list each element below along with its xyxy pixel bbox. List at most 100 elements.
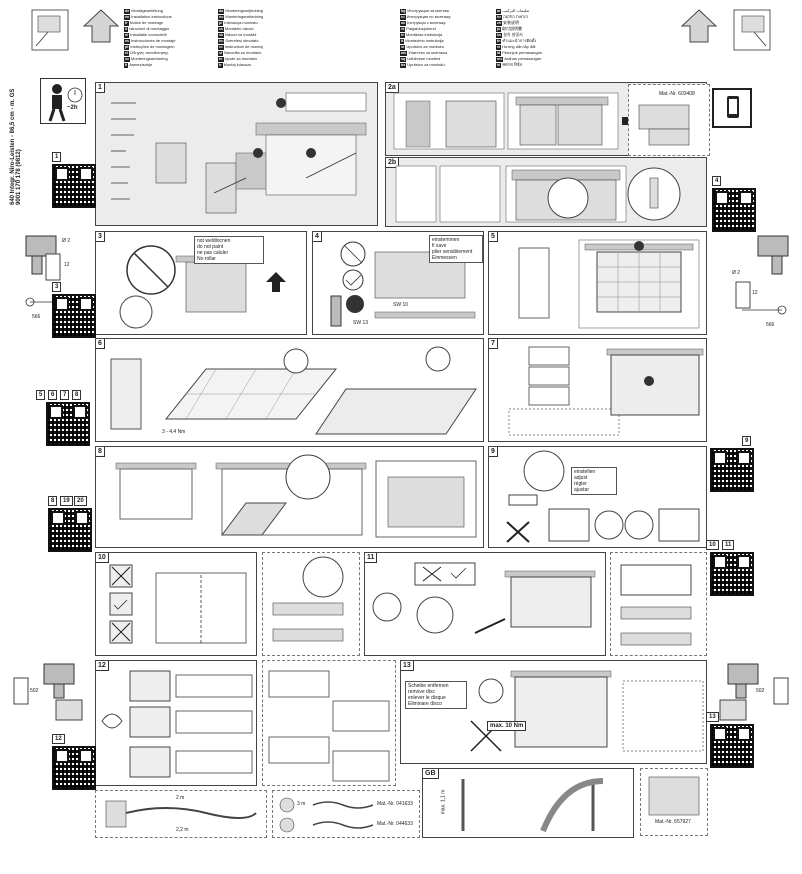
language-code-badge: de <box>124 9 131 14</box>
language-title: Petunjuk pemasangan <box>502 50 543 55</box>
language-code-badge: he <box>496 15 503 20</box>
note-line: do not paint <box>197 244 224 250</box>
language-code-badge: sr <box>400 45 406 50</box>
language-code-badge: hi <box>496 63 502 68</box>
qr-step-label: 20 <box>74 496 87 506</box>
language-code-badge: it <box>124 27 129 32</box>
language-title: Istruzioni di montaggio <box>129 26 170 31</box>
panel-number: 13 <box>401 661 414 671</box>
language-title: Szerelési útmutató <box>225 38 259 43</box>
language-code-badge: sq <box>400 57 407 62</box>
language-title: Uputstvo za montažu <box>407 62 445 67</box>
drill-diagram-left-upper: Ø 2 12 566 <box>22 232 82 322</box>
hose-length-label: 2 m <box>176 795 185 801</box>
language-code-badge: no <box>218 15 225 20</box>
language-title: คำแนะนำการติดตั้ง <box>502 38 537 43</box>
drill-depth-label: 12 <box>64 262 70 268</box>
qr-code[interactable] <box>712 188 756 232</box>
qr-code[interactable] <box>710 448 754 492</box>
panel-number: 3 <box>96 232 105 242</box>
language-code-badge: pt <box>124 45 130 50</box>
language-code-badge: th <box>496 39 502 44</box>
language-title: Instruções de montagem <box>130 44 175 49</box>
qr-code[interactable] <box>710 552 754 596</box>
power-cord-box: 3 m Mat.-Nr. 041633 Mat.-Nr. 044633 <box>272 790 420 838</box>
panel-1: 1 <box>95 82 378 226</box>
panel-9: 9 einstellen adjust régler ajustar <box>488 446 707 548</box>
panel-number: 11 <box>365 553 378 563</box>
drill-diagram-right-lower: 502 <box>712 660 792 726</box>
language-title: Montageanleitung <box>131 8 164 13</box>
panel-8: 8 <box>95 446 484 548</box>
header-pencil-left <box>30 8 70 52</box>
language-code-badge: ja <box>496 27 501 32</box>
qr-code[interactable] <box>48 508 92 552</box>
panel-13: 13 Scheibe entfernen remove disc enlever… <box>400 660 707 764</box>
language-title: Οδηγίες τοποθέτησης <box>130 50 169 55</box>
drill-diameter-label: Ø 2 <box>732 270 741 276</box>
panel-12-detail <box>262 660 396 786</box>
panel-7: 7 <box>488 338 707 442</box>
language-title: Инструкция за монтаж <box>407 8 450 13</box>
language-code-badge: cs <box>218 27 224 32</box>
torque-label: 3 - 4,4 Nm <box>162 429 186 435</box>
panel-6: 6 3 - 4,4 Nm <box>95 338 484 442</box>
drill-diameter-label: Ø 2 <box>62 238 71 244</box>
dimension-label: 502 <box>30 688 39 694</box>
language-title: Hướng dẫn lắp đặt <box>502 44 536 49</box>
qr-step-label: 8 <box>72 390 82 400</box>
qr-code[interactable] <box>52 746 96 790</box>
panel-11-detail <box>610 552 707 656</box>
wrench-size-label: SW 10 <box>393 302 409 308</box>
note-line: adjust <box>574 475 588 481</box>
language-code-badge: uk <box>400 21 407 26</box>
note-line: einstemmen <box>432 237 460 243</box>
panel-gb: GB max. 1,1 m <box>422 768 634 838</box>
language-title: הוראות התקנה <box>503 14 529 19</box>
qr-step-label: 4 <box>712 176 722 186</box>
part-detail-box: Mat.-Nr. 603408 <box>628 84 710 156</box>
qr-code[interactable] <box>710 724 754 768</box>
panel-2b: 2b <box>385 157 707 227</box>
language-title: Instrucțiuni de montaj <box>224 44 263 49</box>
header-house-arrow-right <box>680 8 718 44</box>
qr-step-label: 9 <box>742 436 752 446</box>
qr-code[interactable] <box>46 402 90 446</box>
language-title: Montážní návod <box>225 26 254 31</box>
drill-diagram-right-upper: Ø 2 12 566 <box>726 232 792 332</box>
language-code-badge: ko <box>496 33 503 38</box>
language-title: 安装说明 <box>503 20 519 25</box>
mat-no-label: Mat.-Nr. 657927 <box>655 819 691 825</box>
panel-5: 5 <box>488 231 707 335</box>
language-code-badge: ro <box>218 45 224 50</box>
qr-code[interactable] <box>52 164 96 208</box>
max-torque-label: max. 10 Nm <box>487 721 527 731</box>
panel-number: 2a <box>386 83 399 93</box>
language-title: स्थापना निर्देश <box>502 62 523 67</box>
phone-app-icon <box>712 88 752 128</box>
dimension-label: 502 <box>756 688 765 694</box>
mat-no-label: Mat.-Nr. 044633 <box>377 821 413 827</box>
qr-code[interactable] <box>52 294 96 338</box>
